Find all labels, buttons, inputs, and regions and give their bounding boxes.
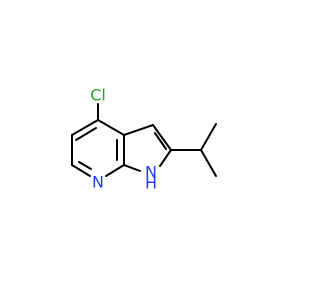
bond-ch-me1 [200,123,217,151]
bond-c3a-c4 [97,119,125,136]
pyrrole-hydrogen-label: H [145,174,157,193]
bond-c6-n7 [71,164,91,177]
bond-c3a-c3 [123,124,154,136]
bond-c2-n1 [159,149,172,167]
bond-c4-c5-inner [75,127,97,141]
bond-c3-c2 [152,124,172,151]
molecule-diagram: Cl N N H [71,86,217,193]
bond-ch-me2 [200,149,217,177]
bond-c4-c5 [71,119,99,136]
bond-c3-c2-inner [154,132,167,150]
chlorine-atom-label: Cl [90,86,106,105]
bond-group [71,103,217,177]
bond-c6-n7-inner [78,161,92,170]
pyridine-nitrogen-label: N [92,173,104,192]
bond-n1-c7a [123,164,141,172]
pyrrole-nitrogen-label: N [145,163,157,182]
bond-n7-c7a [105,164,125,177]
